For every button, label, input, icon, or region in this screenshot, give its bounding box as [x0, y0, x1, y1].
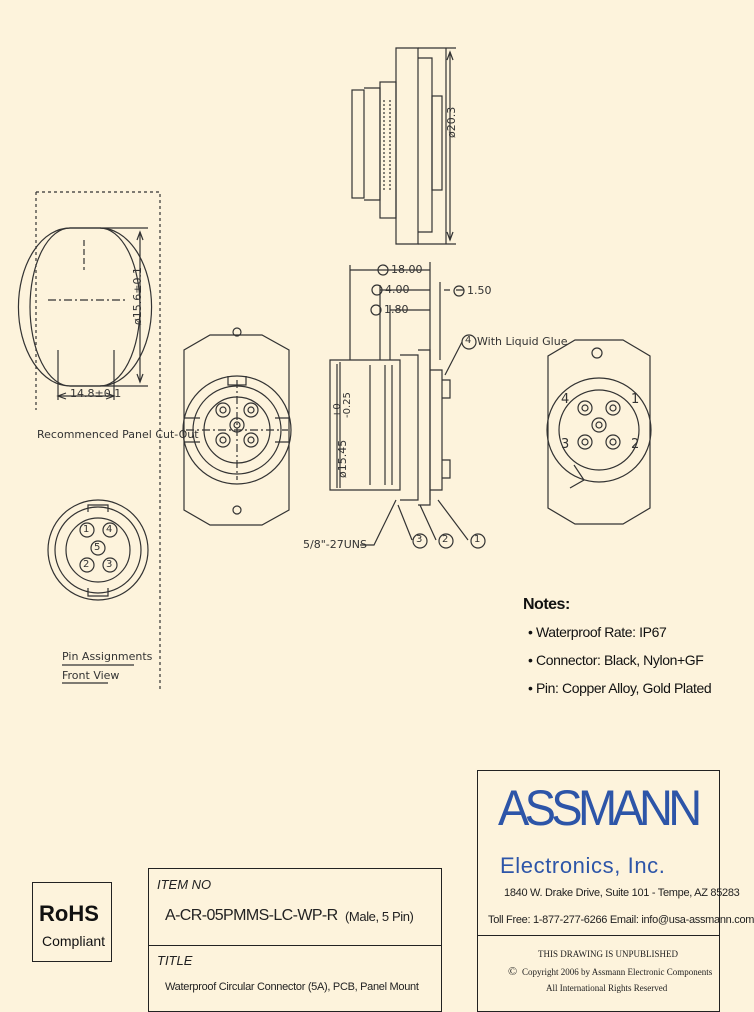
note-pin: • Pin: Copper Alloy, Gold Plated [528, 680, 712, 696]
item-no-value: A-CR-05PMMS-LC-WP-R [165, 907, 338, 924]
dim-cutout-diameter: ø15.6±0.1 [131, 267, 144, 325]
thread-label: 5/8"-27UNS [303, 538, 367, 551]
panel-cutout-view [17, 191, 161, 690]
pin-label-4: 4 [106, 524, 113, 535]
dim-1-50: 1.50 [467, 284, 492, 297]
pin-assign-label-2: Front View [62, 669, 120, 682]
company-logo: ASSMANN [498, 780, 702, 836]
note-waterproof: • Waterproof Rate: IP67 [528, 624, 667, 640]
pin-assign-label-1: Pin Assignments [62, 650, 153, 663]
company-sub: Electronics, Inc. [500, 853, 666, 878]
back-pin-1: 1 [631, 392, 640, 407]
rohs-text: RoHS [39, 901, 99, 926]
pin-assignment-view [47, 499, 149, 684]
copyright-note: Copyright 2006 by Assmann Electronic Com… [522, 967, 713, 977]
dim-18: 18.00 [391, 263, 423, 276]
top-view-connector [351, 47, 456, 245]
copyright-symbol: © [508, 964, 518, 978]
notes-title: Notes: [523, 596, 570, 613]
callout-4: 4 [465, 335, 472, 346]
technical-drawing [17, 47, 652, 690]
callout-3: 3 [416, 534, 423, 545]
dim-diameter-top: ø20.3 [445, 106, 458, 138]
rights-note: All International Rights Reserved [546, 983, 668, 993]
rohs-compliant: Compliant [42, 933, 106, 949]
callout-circles [370, 264, 486, 549]
title-value: Waterproof Circular Connector (5A), PCB,… [165, 981, 419, 993]
pin-label-5: 5 [94, 542, 101, 553]
dim-4: 4.00 [385, 283, 410, 296]
note-connector: • Connector: Black, Nylon+GF [528, 652, 704, 668]
hex-back-view [546, 339, 652, 525]
title-block-divider [149, 945, 441, 946]
item-variant: (Male, 5 Pin) [345, 909, 414, 924]
callout-2: 2 [442, 534, 449, 545]
pin-label-3: 3 [106, 559, 113, 570]
item-no-label: ITEM NO [157, 877, 212, 892]
dim-1-80: 1.80 [384, 303, 409, 316]
title-block: ITEM NO A-CR-05PMMS-LC-WP-R (Male, 5 Pin… [148, 868, 442, 1012]
callout-1: 1 [474, 534, 481, 545]
title-label: TITLE [157, 953, 193, 968]
side-view-connector [329, 262, 469, 546]
dim-diameter-side: ø15.45 [336, 439, 349, 478]
company-contact: Toll Free: 1-877-277-6266 Email: info@us… [488, 914, 754, 926]
company-divider [478, 935, 719, 936]
unpublished-note: THIS DRAWING IS UNPUBLISHED [538, 949, 679, 959]
dim-cutout-width: 14.8±0.1 [70, 387, 122, 400]
back-pin-2: 2 [631, 437, 640, 452]
liquid-glue-label: With Liquid Glue [477, 335, 568, 348]
rohs-badge: RoHS Compliant [32, 882, 112, 962]
company-block: ASSMANN Electronics, Inc. 1840 W. Drake … [477, 770, 754, 1012]
back-pin-3: 3 [561, 437, 570, 452]
cutout-label: Recommenced Panel Cut-Out [37, 428, 199, 441]
pin-label-2: 2 [83, 559, 90, 570]
pin-label-1: 1 [83, 524, 90, 535]
hex-front-view [182, 327, 292, 526]
company-address: 1840 W. Drake Drive, Suite 101 - Tempe, … [504, 887, 740, 899]
back-pin-4: 4 [561, 392, 570, 407]
dim-tol-minus: -0.25 [342, 392, 353, 418]
